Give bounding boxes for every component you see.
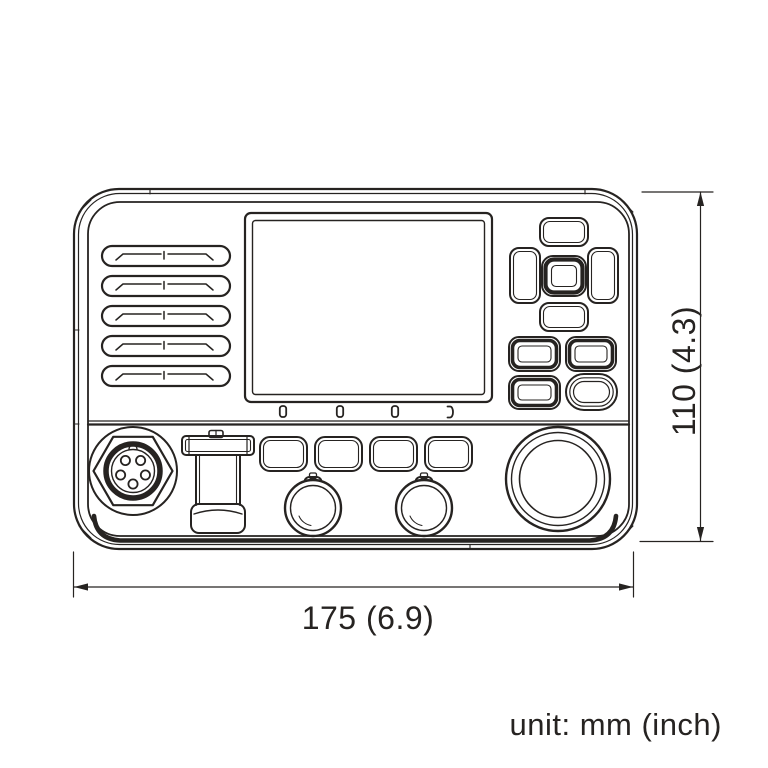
softkey-mark-3 [390,405,400,418]
connector-outer-ring [88,426,178,516]
corner-seam-top-right [620,199,634,213]
speaker-grille [100,244,232,388]
bottom-button-row [259,436,473,472]
corner-seam-top-left [78,199,92,213]
unit-note: unit: mm (inch) [510,707,722,742]
dpad-center-button [541,255,587,297]
function-key-top-right [565,336,617,372]
case-outer-outline [72,187,639,551]
softkey-mark-1 [278,405,288,418]
keypad [508,217,619,411]
small-knob-right [394,472,454,538]
knob-pointer-notch [308,472,318,480]
display-screen [251,219,486,396]
speaker-slot-2 [100,274,232,298]
lower-control-section [88,425,612,538]
dpad-right-button [587,247,619,304]
speaker-slot-1 [100,244,232,268]
dial-outer-ring [504,425,612,533]
dpad-left-button [509,247,541,304]
connector-thread-ring [103,441,163,501]
width-arrow-left [74,583,88,591]
bottom-button-3 [369,436,418,472]
width-arrow-right [619,583,633,591]
lcd-display [243,211,494,404]
connector-inner-ring [110,448,156,494]
display-frame [243,211,494,404]
dpad-down-button [539,302,589,332]
function-key-top-left [508,336,561,372]
panel-bottom-shadow-band [91,513,619,543]
speaker-slot-5 [100,364,232,388]
height-dimension-label: 110 (4.3) [666,306,702,436]
bottom-button-2 [314,436,363,472]
softkey-mark-2 [335,405,345,418]
radio-front-panel [72,187,639,551]
oval-key-bottom-right [565,373,618,411]
function-key-bottom-left [508,375,561,410]
softkey-marks [278,405,454,419]
corner-seam-bottom-right [620,525,634,539]
connector-pin-3 [115,469,127,481]
height-arrow-bottom [696,527,705,541]
height-arrow-top [696,192,705,206]
knob-outer [283,478,343,538]
softkey-mark-4 [446,405,454,419]
channel-dial [504,425,612,533]
bottom-button-1 [259,436,308,472]
dpad-up-button [539,217,589,247]
dial-middle-ring [510,431,606,527]
hanger-top-cap [181,435,255,456]
small-knob-left [283,472,343,538]
width-dimension-label: 175 (6.9) [302,600,435,636]
connector-hex-collar [92,435,174,507]
corner-seam-bottom-left [78,525,92,539]
hanger-foot [190,503,246,534]
dial-inner-ring [518,439,598,519]
connector-pin-5 [127,478,139,490]
connector-pin-4 [139,469,151,481]
panel-face-outline [87,201,630,537]
connector-pin-2 [135,454,147,466]
connector-pin-1 [119,454,131,466]
knob-inner [289,484,337,532]
height-dimension: 110 (4.3) [639,191,714,543]
speaker-slot-4 [100,334,232,358]
bottom-button-4 [424,436,473,472]
knob-outer [394,478,454,538]
knob-pointer-notch [419,472,429,480]
speaker-slot-3 [100,304,232,328]
knob-inner [400,484,448,532]
connector-key-notch [128,444,138,450]
mic-hanger [181,429,255,534]
hanger-body [195,454,241,506]
case-second-outline [77,192,634,546]
mic-connector [88,426,178,516]
width-dimension: 175 (6.9) [72,551,635,636]
